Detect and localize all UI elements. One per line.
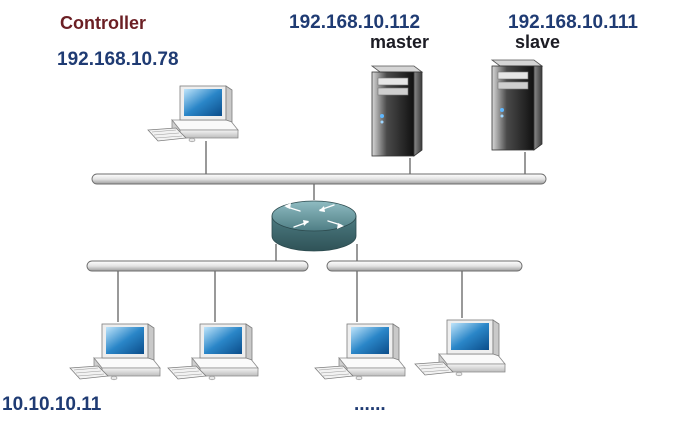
right-bus xyxy=(326,260,523,272)
more-clients-ellipsis: ...... xyxy=(354,394,386,415)
master-ip-label: 192.168.10.112 xyxy=(289,12,421,33)
client-computer-2 xyxy=(167,323,259,381)
client-computer-4 xyxy=(414,319,506,377)
slave-role-label: slave xyxy=(515,32,561,52)
connection-lines xyxy=(117,141,526,322)
master-server xyxy=(371,65,423,157)
controller-title: Controller xyxy=(60,13,147,33)
router-icon xyxy=(271,200,357,252)
client-computer-3 xyxy=(314,323,406,381)
controller-computer xyxy=(147,85,239,143)
controller-ip-label: 192.168.10.78 xyxy=(57,49,179,70)
master-role-label: master xyxy=(370,32,430,52)
top-bus xyxy=(91,173,547,185)
client-ip-label: 10.10.10.11 xyxy=(2,394,102,415)
client-computer-1 xyxy=(69,323,161,381)
left-bus xyxy=(86,260,309,272)
slave-server xyxy=(491,59,543,151)
slave-ip-label: 192.168.10.111 xyxy=(508,12,638,33)
